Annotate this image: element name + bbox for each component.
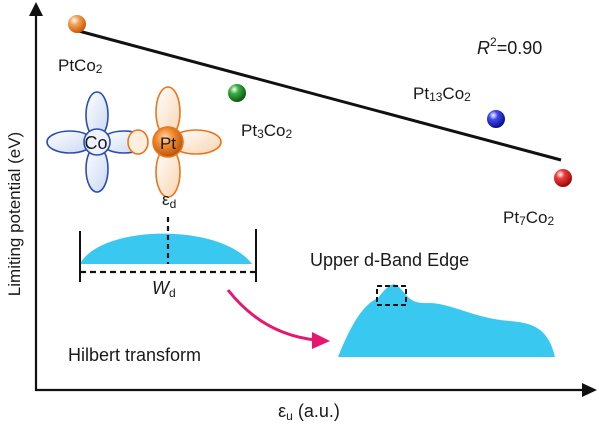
point-ptco2 <box>68 15 86 33</box>
axes <box>29 2 597 397</box>
point-pt13co2 <box>487 110 505 128</box>
epsilon-d-label: εd <box>162 190 176 211</box>
point-pt3co2 <box>228 84 246 102</box>
point-label-pt3co2: Pt3Co2 <box>241 121 292 141</box>
width-d-label: Wd <box>152 278 176 300</box>
d-band-inset: εd Wd <box>79 190 257 300</box>
point-label-pt13co2: Pt13Co2 <box>413 84 471 104</box>
transformed-band: Upper d-Band Edge <box>310 250 555 357</box>
hilbert-label: Hilbert transform <box>68 345 201 365</box>
hilbert-arrow <box>226 289 317 342</box>
d-band-shape <box>80 233 252 264</box>
data-points <box>68 15 572 187</box>
point-label-pt7co2: Pt7Co2 <box>503 208 554 228</box>
co-label: Co <box>84 133 107 153</box>
y-axis-arrow <box>29 2 43 16</box>
point-label-ptco2: PtCo2 <box>58 56 103 76</box>
transformed-band-shape <box>338 284 555 357</box>
hilbert-arrowhead <box>312 332 330 349</box>
r2-label: R2=0.90 <box>477 35 542 58</box>
fit-line <box>74 28 562 162</box>
point-pt7co2 <box>554 169 572 187</box>
pt-orbital-icon <box>127 86 222 198</box>
x-axis-label: εu (a.u.) <box>278 401 340 423</box>
y-axis-label: Limiting potential (eV) <box>5 132 24 296</box>
pt-label: Pt <box>160 134 176 153</box>
x-axis-arrow <box>582 383 597 397</box>
orbital-illustration: Co Pt <box>46 86 222 198</box>
upper-edge-label: Upper d-Band Edge <box>310 250 469 270</box>
